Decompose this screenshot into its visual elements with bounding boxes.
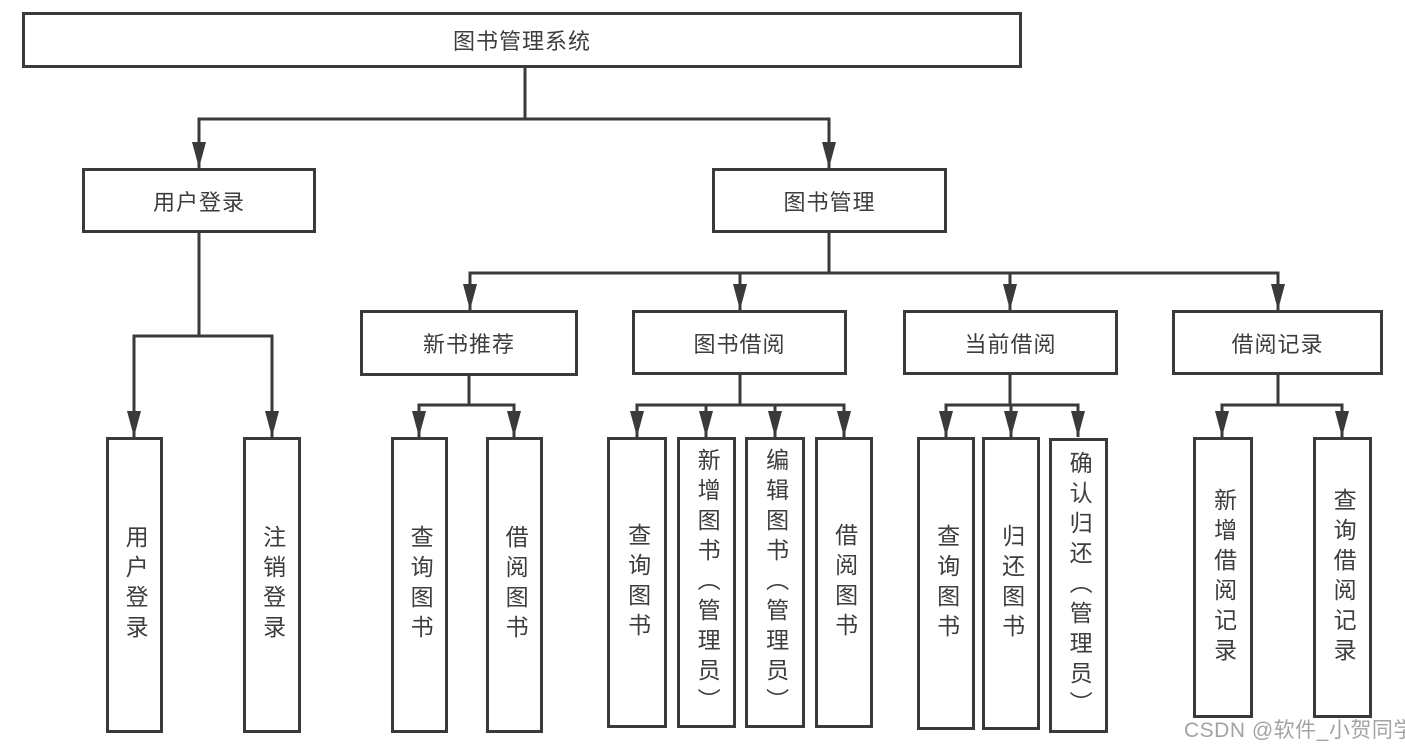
node-leaf-borrow-books-rec: 借阅图书 (486, 437, 543, 733)
node-user-login-label: 用户登录 (152, 189, 245, 215)
node-leaf-edit-books-admin: 编辑图书（管理员） (745, 437, 805, 728)
node-leaf-user-login-label: 用户登录 (122, 525, 149, 645)
node-leaf-edit-books-admin-label: 编辑图书（管理员） (762, 447, 789, 718)
node-borrowing-records: 借阅记录 (1172, 310, 1383, 375)
node-leaf-query-books-rec-label: 查询图书 (407, 525, 434, 645)
node-leaf-user-login: 用户登录 (106, 437, 163, 733)
node-leaf-query-borrow-record: 查询借阅记录 (1313, 437, 1372, 718)
node-leaf-query-borrow-record-label: 查询借阅记录 (1330, 487, 1357, 668)
node-leaf-confirm-return-admin: 确认归还（管理员） (1049, 438, 1108, 733)
node-borrowing-records-label: 借阅记录 (1231, 331, 1324, 357)
node-leaf-borrow-books-rec-label: 借阅图书 (502, 525, 529, 645)
node-leaf-query-books-current: 查询图书 (917, 437, 975, 730)
node-leaf-return-books: 归还图书 (982, 437, 1040, 730)
node-leaf-logout-label: 注销登录 (259, 525, 286, 645)
node-current-borrowing: 当前借阅 (903, 310, 1118, 375)
node-leaf-query-books-current-label: 查询图书 (933, 523, 960, 644)
node-leaf-logout: 注销登录 (243, 437, 301, 733)
node-leaf-add-books-admin-label: 新增图书（管理员） (694, 447, 721, 718)
node-leaf-query-books-borrow: 查询图书 (607, 437, 667, 728)
node-leaf-query-books-borrow-label: 查询图书 (624, 522, 651, 643)
node-leaf-add-borrow-record-label: 新增借阅记录 (1210, 487, 1237, 668)
node-user-login: 用户登录 (82, 168, 316, 233)
node-book-management: 图书管理 (712, 168, 947, 233)
node-leaf-borrow-books-borrow: 借阅图书 (815, 437, 873, 728)
node-book-borrowing-label: 图书借阅 (693, 331, 786, 357)
node-new-book-recommend-label: 新书推荐 (422, 332, 515, 357)
node-leaf-borrow-books-borrow-label: 借阅图书 (831, 522, 858, 643)
node-leaf-return-books-label: 归还图书 (998, 523, 1025, 644)
node-root-label: 图书管理系统 (452, 29, 591, 54)
node-current-borrowing-label: 当前借阅 (964, 331, 1057, 357)
node-book-borrowing: 图书借阅 (632, 310, 847, 375)
node-root: 图书管理系统 (22, 12, 1022, 68)
node-leaf-add-borrow-record: 新增借阅记录 (1193, 437, 1253, 718)
node-leaf-add-books-admin: 新增图书（管理员） (677, 437, 736, 728)
node-new-book-recommend: 新书推荐 (360, 310, 578, 376)
csdn-watermark: CSDN @软件_小贺同学 (1184, 719, 1405, 742)
node-book-management-label: 图书管理 (783, 189, 876, 215)
node-leaf-confirm-return-admin-label: 确认归还（管理员） (1066, 450, 1093, 721)
node-leaf-query-books-rec: 查询图书 (391, 437, 448, 733)
